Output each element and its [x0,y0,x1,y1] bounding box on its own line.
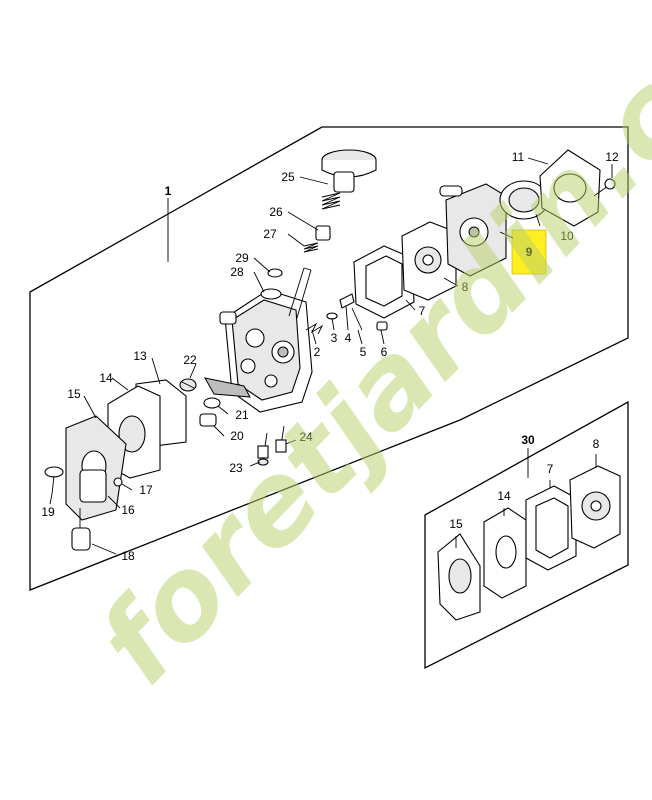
part-22-screen [179,378,197,392]
callout-labels: 1 25 26 27 29 28 2 3 4 5 6 7 8 9 10 11 1… [41,150,619,563]
part-26-spring [315,192,341,241]
callout-6: 6 [381,345,388,359]
part-28-washer [260,288,282,300]
part-18-knob [71,508,91,551]
part-4-lever [339,293,355,309]
kit-callout-8: 8 [593,437,600,451]
kit-callout-7: 7 [547,462,554,476]
part-9-pump-cover [439,183,507,277]
callout-21: 21 [235,408,249,422]
kit-callout-15: 15 [449,517,463,531]
part-6-screw [376,321,388,331]
callout-29: 29 [235,251,249,265]
callout-14: 14 [99,371,113,385]
callout-28: 28 [230,265,244,279]
part-23-screw [257,432,269,466]
callout-19: 19 [41,505,55,519]
part-21-ring [203,397,221,409]
part-20-valve [199,413,217,427]
part-8-diaphragm [401,221,457,301]
watermark: foretjardin.com [74,0,652,709]
callout-10: 10 [560,229,574,243]
callout-7: 7 [419,304,426,318]
part-25-cap [321,149,377,193]
callout-22: 22 [183,353,197,367]
callout-3: 3 [331,331,338,345]
callout-27: 27 [263,227,277,241]
callout-17: 17 [139,483,153,497]
part-2-spring [305,322,324,335]
kit-part-14-gasket [483,507,527,599]
leader-lines [49,157,613,555]
callout-4: 4 [345,331,352,345]
kit-frame [424,400,629,670]
part-12-screw [593,178,616,197]
callout-24: 24 [299,430,313,444]
part-5-shaft [351,307,363,331]
part-24-screw [275,425,287,453]
callout-16: 16 [121,503,135,517]
part-10-ring [499,180,549,220]
callout-2: 2 [314,345,321,359]
highlight-box-part-9 [511,229,547,275]
assembly-frame [29,126,629,591]
callout-12: 12 [605,150,619,164]
part-19-screw [44,466,64,495]
part-11-plate [539,149,601,227]
part-27-spring [303,242,319,253]
callout-15: 15 [67,387,81,401]
part-29-screw [267,268,283,278]
callout-8: 8 [462,280,469,294]
callout-11: 11 [512,150,525,164]
kit-part-15-cover [437,533,481,621]
carburetor-body [204,267,313,413]
callout-9: 9 [526,245,533,259]
callout-30: 30 [521,433,535,447]
kit-callout-14: 14 [497,489,511,503]
callout-18: 18 [121,549,135,563]
part-7-gasket [353,245,415,319]
part-16-bracket [79,469,107,503]
kit-part-8-diaphragm [569,465,621,549]
callout-23: 23 [229,461,243,475]
callout-26: 26 [269,205,283,219]
callout-20: 20 [230,429,244,443]
part-17-nut [113,477,123,487]
callout-13: 13 [133,349,147,363]
callout-1: 1 [165,184,172,198]
callout-25: 25 [281,170,295,184]
callout-5: 5 [360,345,367,359]
kit-part-7-gasket [525,485,577,571]
